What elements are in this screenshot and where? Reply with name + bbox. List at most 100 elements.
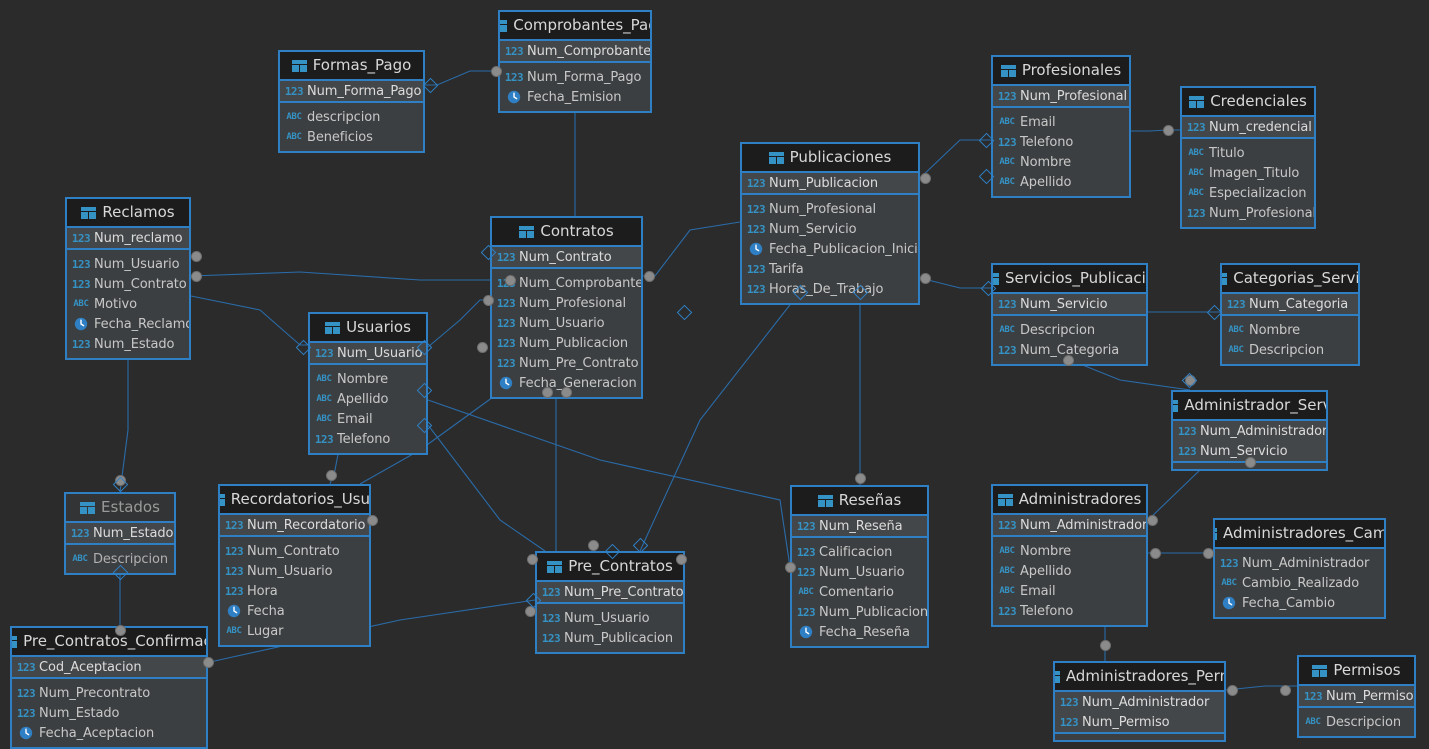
table-header[interactable]: Permisos	[1299, 657, 1414, 686]
table-header[interactable]: Pre_Contratos	[537, 553, 683, 582]
connector-endpoint[interactable]	[1244, 456, 1256, 468]
connector-endpoint[interactable]	[919, 172, 931, 184]
connector-endpoint[interactable]	[1279, 684, 1291, 696]
table-header[interactable]: Administradores_Camb	[1215, 520, 1384, 549]
table-header[interactable]: Pre_Contratos_Confirmaci	[12, 628, 206, 657]
connector-cardinality-marker[interactable]	[1181, 372, 1197, 388]
connector-endpoint[interactable]	[1149, 547, 1161, 559]
connector-endpoint[interactable]	[560, 386, 572, 398]
field-row[interactable]: Fecha_Reseña	[792, 622, 927, 642]
table-header[interactable]: Recordatorios_Usua	[220, 486, 369, 515]
connector-endpoint[interactable]	[1202, 547, 1214, 559]
table-node-contratos[interactable]: Contratos123Num_Contrato123Num_Comproban…	[490, 216, 643, 399]
table-header[interactable]: Administrador_Servi	[1173, 392, 1326, 421]
field-row[interactable]: Fecha_Emision	[500, 87, 650, 107]
table-header[interactable]: Contratos	[492, 218, 641, 247]
connector-endpoint[interactable]	[919, 272, 931, 284]
table-header[interactable]: Credenciales	[1182, 88, 1314, 117]
connector-endpoint[interactable]	[190, 250, 202, 262]
table-header[interactable]: Reclamos	[67, 199, 189, 228]
connector-endpoint[interactable]	[114, 624, 126, 636]
table-header[interactable]: Servicios_Publicacio	[993, 265, 1146, 294]
connector-endpoint[interactable]	[784, 561, 796, 573]
connector-endpoint[interactable]	[854, 472, 866, 484]
field-row[interactable]: Fecha_Reclamo	[67, 314, 189, 334]
connector-endpoint[interactable]	[1226, 684, 1238, 696]
connector-endpoint[interactable]	[526, 553, 538, 565]
table-header[interactable]: Publicaciones	[742, 144, 918, 173]
connector-cardinality-marker[interactable]	[676, 304, 692, 320]
connector-endpoint[interactable]	[490, 65, 502, 77]
table-header[interactable]: Estados	[66, 494, 174, 523]
table-header[interactable]: Administradores_Perm	[1055, 663, 1224, 692]
field-row[interactable]: Fecha	[220, 601, 369, 621]
table-header[interactable]: Comprobantes_Pag	[500, 12, 650, 41]
connector-endpoint[interactable]	[1062, 354, 1074, 366]
connector-endpoint[interactable]	[524, 605, 536, 617]
table-header[interactable]: Reseñas	[792, 487, 927, 516]
connector-endpoint[interactable]	[1099, 639, 1111, 651]
connector-endpoint[interactable]	[114, 474, 126, 486]
connector-endpoint[interactable]	[504, 274, 516, 286]
